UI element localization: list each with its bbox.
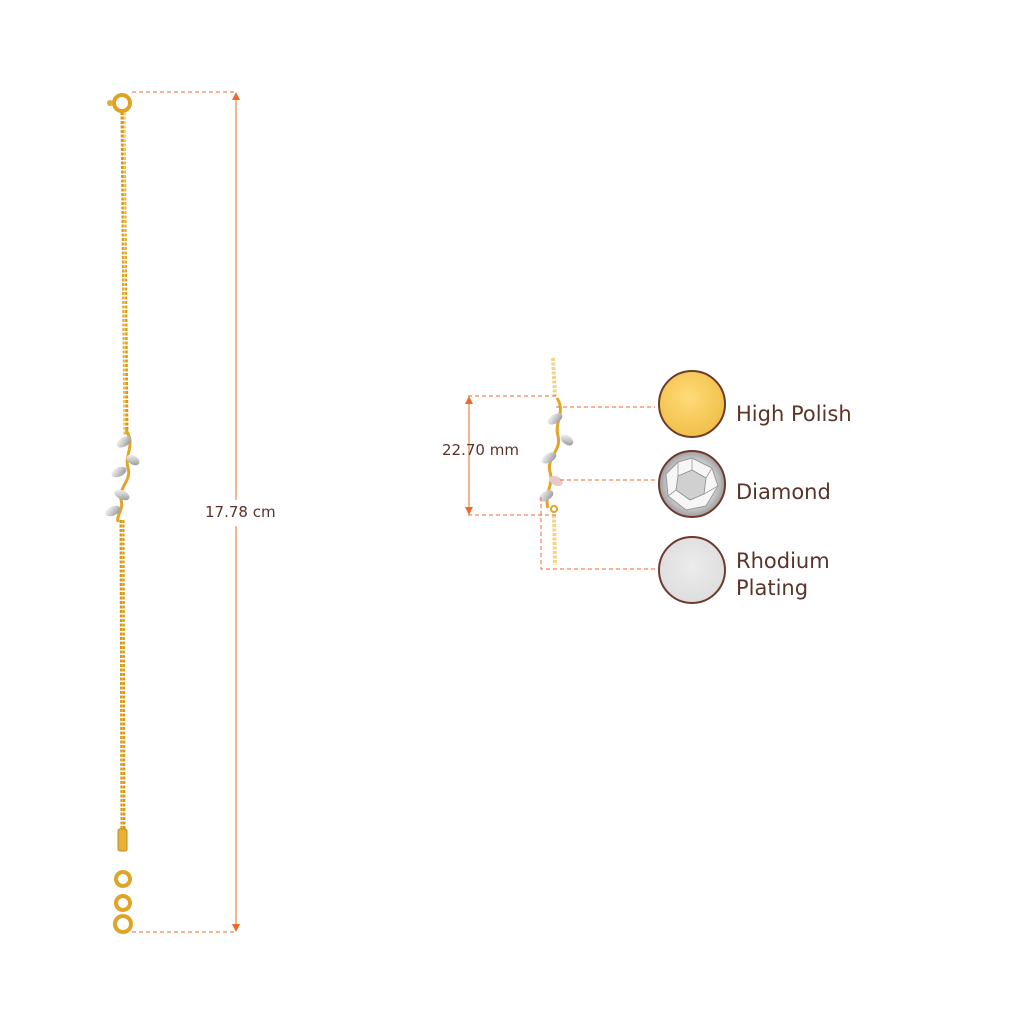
legend-label-diamond: Diamond [736, 480, 831, 504]
rhodium-swatch [658, 536, 726, 604]
quality-tag [117, 828, 128, 852]
bracelet-length-dimension [132, 91, 240, 933]
chain-upper [120, 111, 129, 436]
spring-ring-clasp [107, 93, 132, 113]
pendant-detail [538, 357, 574, 566]
chain-lower [119, 519, 126, 831]
gold-swatch [658, 370, 726, 438]
legend-swatches [658, 370, 726, 604]
bracelet-length-label: 17.78 cm [204, 503, 277, 521]
legend-leader-lines [540, 406, 655, 570]
bracelet [105, 93, 140, 934]
pendant-height-label: 22.70 mm [442, 441, 519, 459]
legend-label-rhodium-plating: Rhodium Plating [736, 549, 830, 600]
extender-rings [113, 870, 133, 934]
legend-label-high-polish: High Polish [736, 402, 852, 426]
leaf-vine-motif [105, 429, 140, 523]
diamond-swatch [658, 450, 726, 518]
